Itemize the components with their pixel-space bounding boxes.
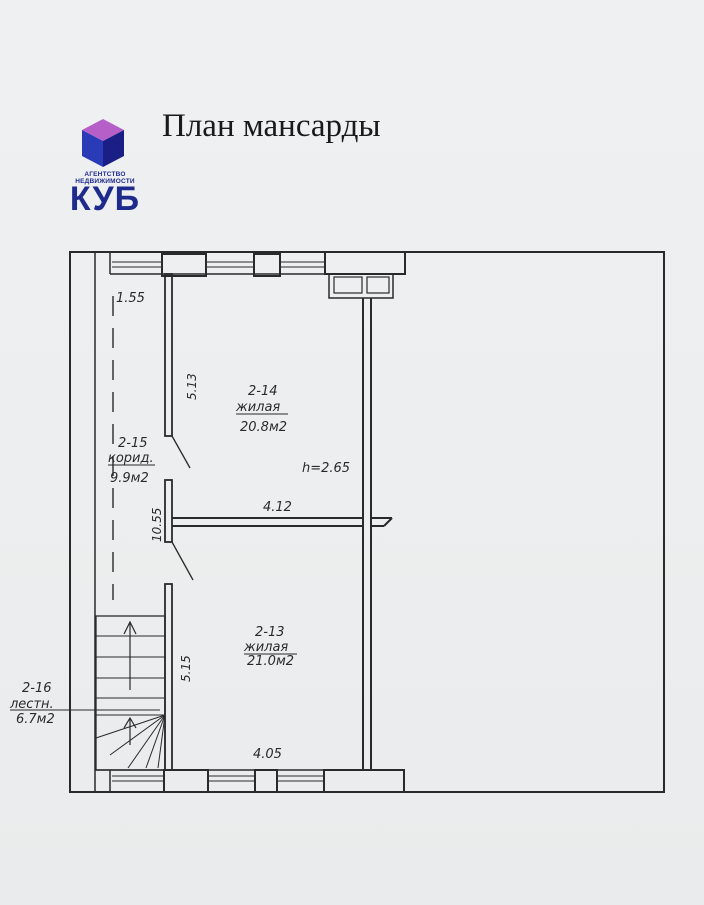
window-bottom-1	[163, 769, 209, 793]
page-title: План мансарды	[162, 108, 381, 144]
dim-corridor-length: 10.55	[150, 508, 164, 542]
logo-tagline-2: НЕДВИЖИМОСТИ	[75, 178, 135, 185]
room-13-area: 21.0м2	[247, 654, 294, 669]
ceiling-height: h=2.65	[302, 461, 350, 476]
window-top-1	[161, 253, 207, 277]
room-13-type: жилая	[243, 640, 288, 655]
window-bottom-2	[254, 769, 278, 793]
dim-room13-width: 4.05	[253, 747, 282, 762]
window-top-2	[253, 253, 281, 277]
agency-logo: АГЕНТСТВО НЕДВИЖИМОСТИ КУБ	[60, 115, 150, 220]
room-16-type: лестн.	[9, 697, 54, 712]
staircase	[95, 615, 166, 771]
dim-room14-length: 5.13	[185, 373, 199, 400]
logo-name: КУБ	[69, 180, 141, 218]
room-14-type: жилая	[235, 400, 280, 415]
room-15-area: 9.9м2	[110, 471, 149, 486]
room-16-area: 6.7м2	[16, 712, 55, 727]
dim-room13-length: 5.15	[179, 655, 193, 682]
room-13-id: 2-13	[255, 625, 285, 640]
logo-tagline-1: АГЕНТСТВО	[84, 171, 126, 178]
window-bottom-3	[323, 769, 405, 793]
dim-corridor-width: 1.55	[116, 291, 145, 306]
room-15-id: 2-15	[118, 436, 148, 451]
dim-room14-width: 4.12	[263, 500, 292, 515]
cube-logo-icon	[82, 119, 124, 167]
room-14-area: 20.8м2	[240, 420, 287, 435]
room-16-id: 2-16	[22, 681, 52, 696]
window-top-3	[324, 251, 406, 275]
room-15-type: корид.	[108, 451, 154, 466]
room-14-id: 2-14	[248, 384, 278, 399]
